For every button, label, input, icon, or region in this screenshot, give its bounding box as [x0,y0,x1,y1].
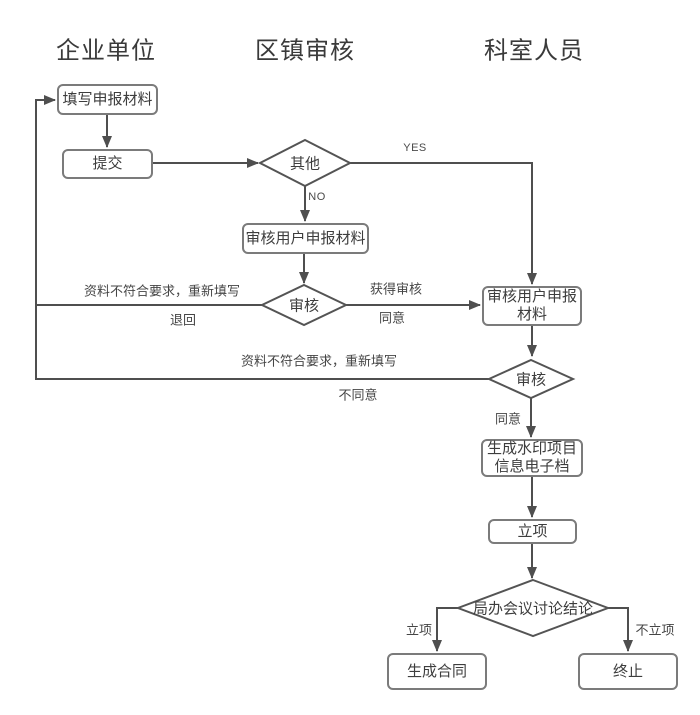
edge-meeting-to-contract [432,607,458,652]
node-review-materials-dept: 审核用户申报材料 [482,286,582,326]
edge-label-no: NO [308,191,326,203]
edge-label-rewrite-town: 资料不符合要求，重新填写 [83,280,241,300]
edge-label-obtain-approval-line1: 获得审核 [369,278,423,298]
decision-other-label: 其他 [289,155,321,173]
edge-label-rewrite-dept: 资料不符合要求，重新填写 [240,350,398,370]
node-project-initiation: 立项 [488,519,577,544]
node-generate-watermark-archive: 生成水印项目信息电子档 [481,439,583,477]
edge-label-obtain-approval-line2: 同意 [378,307,406,327]
node-terminate: 终止 [578,653,678,690]
header-enterprise-unit: 企业单位 [56,37,156,65]
decision-meeting-shape [455,578,611,638]
edge-meeting-to-terminate [608,607,633,652]
header-district-review: 区镇审核 [255,37,355,65]
decision-review-town-shape [259,283,349,327]
edge-label-not-approve: 不立项 [635,619,675,639]
node-fill-application-materials: 填写申报材料 [57,84,158,115]
decision-review-dept-label: 审核 [515,371,547,389]
node-review-materials-town: 审核用户申报材料 [242,223,369,254]
decision-review-town-label: 审核 [288,297,320,315]
decision-review-dept-shape [486,358,576,400]
header-department-staff: 科室人员 [484,37,584,65]
edge-dept-reject-loop [35,305,489,380]
node-generate-contract: 生成合同 [387,653,487,690]
edge-label-agree: 同意 [494,408,522,428]
edge-label-yes: YES [403,142,427,154]
decision-meeting-conclusion-label: 局办会议讨论结论 [472,600,594,618]
edge-yes-to-dept-review [350,162,537,285]
node-submit: 提交 [62,149,153,179]
edge-label-return: 退回 [169,309,197,329]
edge-label-approve: 立项 [405,619,433,639]
edge-town-reject-loop [35,95,262,306]
edge-label-disagree: 不同意 [338,384,378,404]
decision-other-shape [257,138,353,188]
